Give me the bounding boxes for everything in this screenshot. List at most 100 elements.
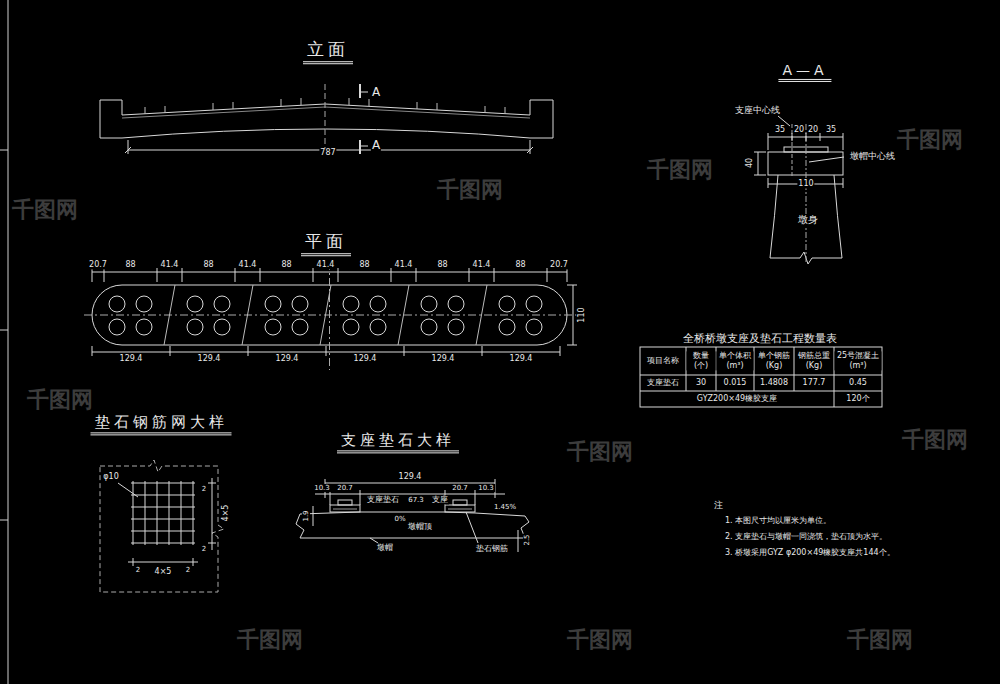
- sheet-frame-line: [0, 150, 8, 151]
- plan-view-line-line: [469, 268, 470, 282]
- dimension: 110: [577, 306, 586, 323]
- watermark: 千图网: [566, 439, 634, 464]
- watermark: 千图网: [236, 627, 304, 652]
- rebar-mesh-line-line: [131, 495, 195, 496]
- bearing-detail-line: [313, 506, 314, 526]
- dimension: 41.4: [472, 260, 492, 269]
- bearing-detail-line: [453, 500, 467, 505]
- quantity-table-line: [640, 347, 882, 407]
- plan-view-line-line: [370, 319, 386, 335]
- dimension: 20.7: [336, 484, 354, 492]
- bearing-detail-line: [338, 500, 352, 505]
- elevation-view-line: [125, 147, 131, 153]
- callout-text: 墩帽中心线: [849, 151, 896, 161]
- rebar-mesh-line-line: [181, 481, 182, 545]
- elevation-view: [100, 84, 553, 156]
- rebar-mesh-line-line: [145, 481, 146, 545]
- plan-view-line-line: [391, 268, 392, 282]
- section-view-line: [843, 133, 844, 150]
- dimension: 67.3: [407, 496, 425, 504]
- elevation-view-line: [359, 84, 361, 98]
- plan-view-line-line: [136, 296, 152, 312]
- elevation-view-line-line: [349, 98, 350, 105]
- plan-view-line-line: [416, 268, 417, 282]
- dimension: 1.45%: [493, 503, 517, 511]
- plan-view-line-line: [157, 268, 158, 282]
- dimension: 129.4: [197, 354, 222, 363]
- dimension: 129.4: [398, 472, 423, 481]
- elevation-view-line-line: [437, 103, 438, 110]
- section-view-line: [758, 152, 759, 175]
- dimension: 35: [774, 125, 786, 134]
- plan-view-line-line: [265, 296, 281, 312]
- plan-view-line-line: [187, 296, 203, 312]
- plan-view-line-line: [242, 285, 253, 345]
- table-cell: 30: [695, 378, 707, 387]
- watermark: 千图网: [436, 177, 504, 202]
- watermark: 千图网: [896, 127, 964, 152]
- section-view-line: [843, 178, 844, 188]
- plan-view-line-line: [214, 319, 230, 335]
- rebar-mesh-line-line: [157, 481, 158, 545]
- plan-view-line-line: [248, 346, 249, 356]
- rebar-mesh: [100, 460, 224, 592]
- watermark: 千图网: [11, 197, 79, 222]
- callout-text: 墩帽顶: [407, 522, 433, 531]
- dimension: 129.4: [275, 354, 300, 363]
- dimension: 88: [202, 260, 214, 269]
- dimension: 40: [745, 157, 754, 169]
- rebar-mesh-line: [118, 483, 138, 497]
- callout-text: 支座垫石: [366, 495, 400, 504]
- rebar-mesh-line: [133, 558, 134, 566]
- dimension: 129.4: [509, 354, 534, 363]
- watermark: 千图网: [901, 427, 969, 452]
- table-cell: GYZ200×49橡胶支座: [696, 394, 778, 403]
- elevation-view-line-line: [301, 98, 302, 105]
- bearing-detail-line: [300, 512, 525, 516]
- bearing-detail-line: [330, 490, 331, 505]
- dimension: 10.3: [313, 484, 331, 492]
- plan-view-line-line: [320, 285, 331, 345]
- note-text: 3. 桥墩采用GYZ φ200×49橡胶支座共144个。: [724, 548, 896, 557]
- plan-view-line-line: [92, 346, 93, 356]
- dimension: 1.9: [302, 509, 310, 522]
- dimension: 20: [807, 125, 819, 134]
- view-title: 平面: [301, 232, 351, 256]
- plan-view-line-line: [499, 296, 515, 312]
- elevation-view-line: [100, 100, 553, 138]
- dimension: 110: [797, 179, 814, 188]
- plan-view-line-line: [326, 346, 327, 356]
- section-view-line: [820, 133, 821, 141]
- section-mark: A: [371, 86, 381, 100]
- dimension: 20.7: [88, 260, 108, 269]
- plan-view-line-line: [494, 268, 495, 282]
- plan-view-line: [567, 345, 577, 346]
- plan-view-line: [164, 285, 487, 345]
- plan-view-line-line: [560, 346, 561, 356]
- rebar-mesh-line: [208, 483, 216, 484]
- plan-view: [84, 262, 577, 370]
- elevation-view-line-line: [165, 106, 166, 113]
- section-view-line: [834, 175, 842, 258]
- dimension: 88: [124, 260, 136, 269]
- plan-view-line-line: [370, 296, 386, 312]
- elevation-view-line: [128, 140, 129, 154]
- plan-view-line-line: [164, 285, 175, 345]
- elevation-view-line: [359, 140, 361, 154]
- plan-view-line-line: [448, 319, 464, 335]
- dimension: 129.4: [431, 354, 456, 363]
- elevation-view-line-line: [417, 102, 418, 109]
- plan-view-line-line: [187, 319, 203, 335]
- plan-view-line-line: [109, 296, 125, 312]
- note-text: 1. 本图尺寸均以厘米为单位。: [724, 516, 832, 525]
- bearing-detail-line: [475, 490, 476, 505]
- callout-text: 支座中心线: [734, 105, 781, 115]
- plan-view-line: [92, 268, 567, 282]
- elevation-view-line: [527, 147, 533, 153]
- plan-view-line-line: [109, 319, 125, 335]
- bearing-detail-line: [360, 490, 361, 505]
- elevation-view-line-line: [485, 106, 486, 113]
- rebar-mesh-line-line: [131, 543, 195, 544]
- plan-view-line: [567, 285, 577, 286]
